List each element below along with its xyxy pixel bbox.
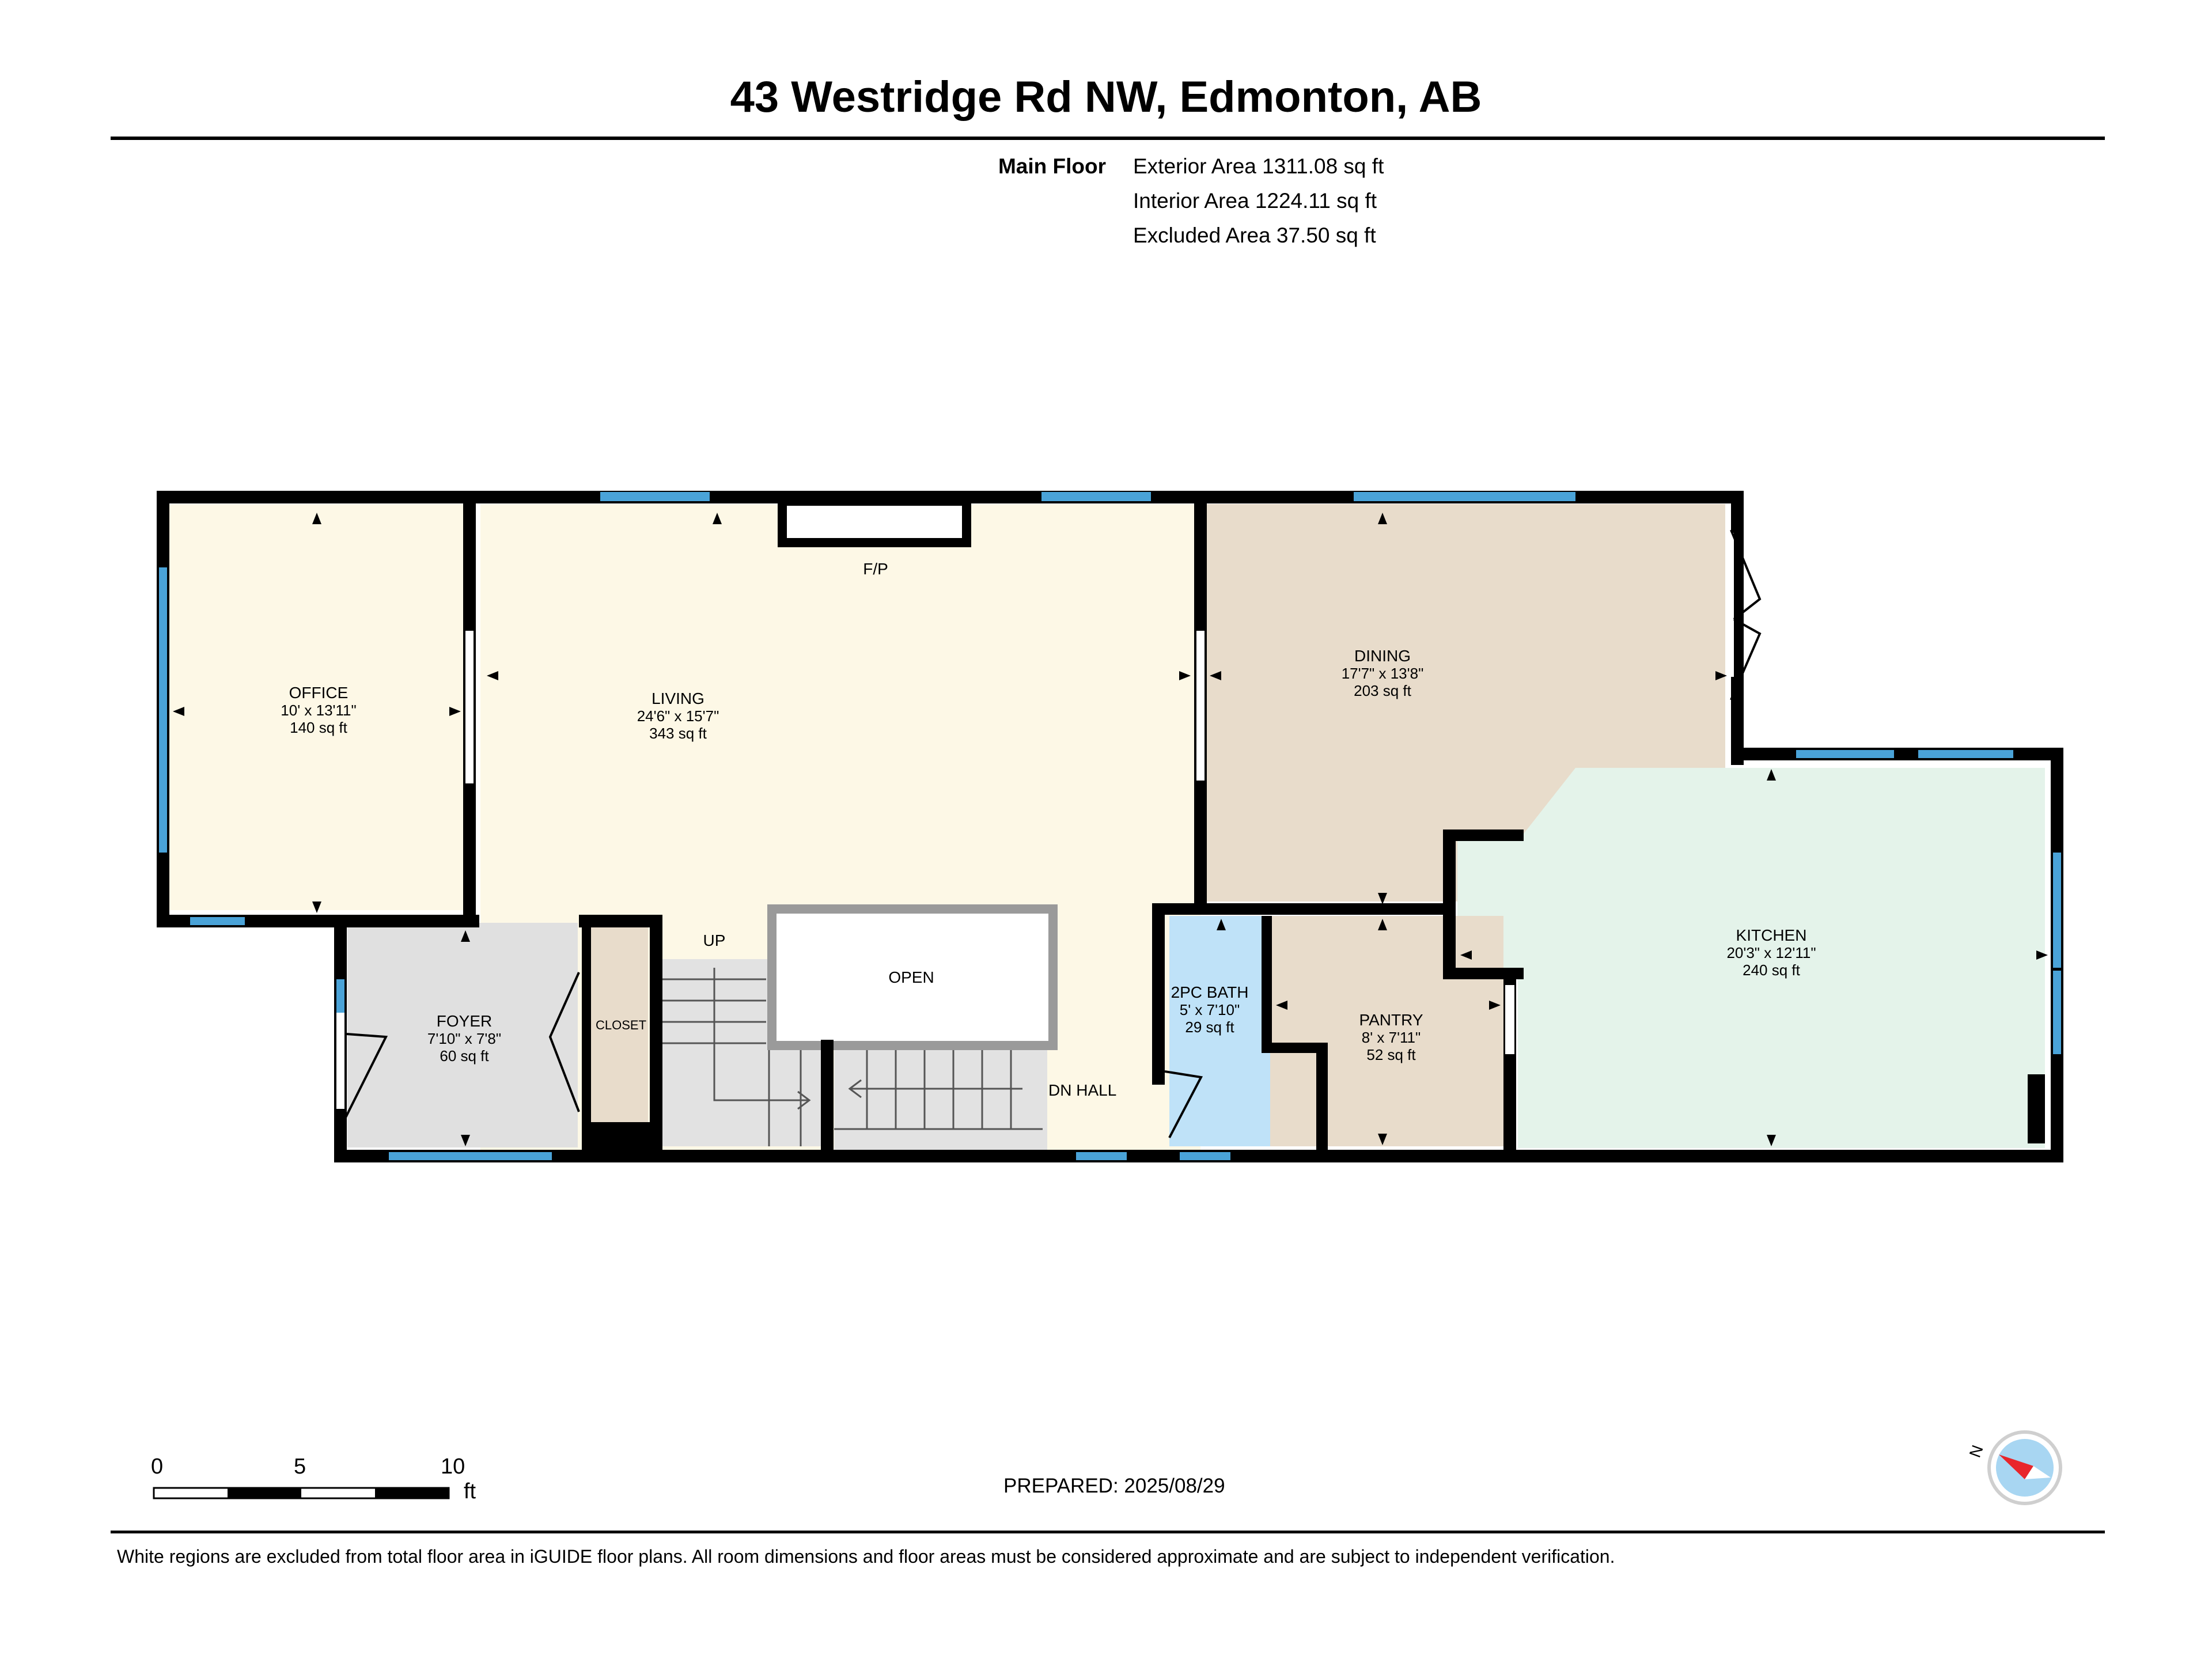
pantry-label: PANTRY 8' x 7'11" 52 sq ft — [1359, 1011, 1423, 1063]
foyer-area: 60 sq ft — [440, 1047, 489, 1065]
living-label: LIVING 24'6" x 15'7" 343 sq ft — [637, 690, 719, 742]
footer-divider — [111, 1531, 2105, 1533]
office-label: OFFICE 10' x 13'11" 140 sq ft — [281, 684, 356, 736]
pantry-name: PANTRY — [1359, 1011, 1423, 1029]
living-name: LIVING — [652, 690, 704, 707]
foyer-dims: 7'10" x 7'8" — [427, 1030, 501, 1047]
windows — [159, 492, 2061, 1160]
compass-icon: N — [1966, 1430, 2062, 1505]
excluded-area: Excluded Area 37.50 sq ft — [1133, 224, 1376, 247]
living-area: 343 sq ft — [649, 725, 707, 742]
exterior-area: Exterior Area 1311.08 sq ft — [1133, 154, 1384, 178]
kitchen-room — [1457, 768, 2045, 1148]
foyer-room — [347, 923, 578, 1147]
bath-name: 2PC BATH — [1171, 983, 1249, 1001]
dining-label: DINING 17'7" x 13'8" 203 sq ft — [1342, 647, 1424, 699]
compass-north-label: N — [1966, 1443, 1987, 1460]
fireplace-label: F/P — [863, 560, 888, 578]
scale-bar — [153, 1487, 450, 1499]
disclaimer: White regions are excluded from total fl… — [117, 1546, 1615, 1567]
scale-tick-0: 0 — [151, 1455, 164, 1479]
pantry-area: 52 sq ft — [1366, 1046, 1416, 1063]
bath-area: 29 sq ft — [1185, 1018, 1234, 1036]
scale-tick-5: 5 — [294, 1455, 306, 1479]
title-divider — [111, 137, 2105, 140]
stairs-up-label: UP — [703, 931, 726, 949]
office-dims: 10' x 13'11" — [281, 702, 356, 719]
dining-name: DINING — [1354, 647, 1411, 665]
scale-tick-10: 10 — [441, 1455, 465, 1479]
plan-title: 43 Westridge Rd NW, Edmonton, AB — [730, 73, 1482, 122]
stairs-down — [834, 1048, 1043, 1130]
closet-label: CLOSET — [596, 1018, 646, 1032]
fireplace — [778, 497, 971, 547]
closet-area — [590, 926, 648, 1122]
bath-dims: 5' x 7'10" — [1180, 1001, 1240, 1018]
kitchen-dims: 20'3" x 12'11" — [1726, 944, 1816, 961]
dn-hall-label: DN HALL — [1048, 1081, 1116, 1099]
kitchen-area: 240 sq ft — [1743, 961, 1801, 979]
floor-name: Main Floor — [998, 154, 1106, 178]
dimension-arrows — [173, 513, 2048, 1146]
living-dims: 24'6" x 15'7" — [637, 707, 719, 725]
kitchen-name: KITCHEN — [1736, 926, 1807, 944]
bath-label: 2PC BATH 5' x 7'10" 29 sq ft — [1171, 983, 1249, 1036]
foyer-label: FOYER 7'10" x 7'8" 60 sq ft — [427, 1012, 501, 1065]
scale-unit: ft — [464, 1479, 476, 1503]
foyer-name: FOYER — [437, 1012, 492, 1030]
kitchen-label: KITCHEN 20'3" x 12'11" 240 sq ft — [1726, 926, 1816, 979]
open-to-below — [767, 904, 1058, 1050]
prepared-date: PREPARED: 2025/08/29 — [1003, 1475, 1225, 1497]
stairs-up — [662, 968, 811, 1146]
office-name: OFFICE — [289, 684, 349, 702]
open-label: OPEN — [888, 968, 934, 986]
pantry-dims: 8' x 7'11" — [1362, 1029, 1421, 1046]
office-room — [165, 504, 469, 910]
dining-area: 203 sq ft — [1354, 682, 1412, 699]
dining-dims: 17'7" x 13'8" — [1342, 665, 1424, 682]
interior-area: Interior Area 1224.11 sq ft — [1133, 189, 1377, 213]
doors — [342, 529, 1762, 1138]
office-area: 140 sq ft — [290, 719, 348, 736]
